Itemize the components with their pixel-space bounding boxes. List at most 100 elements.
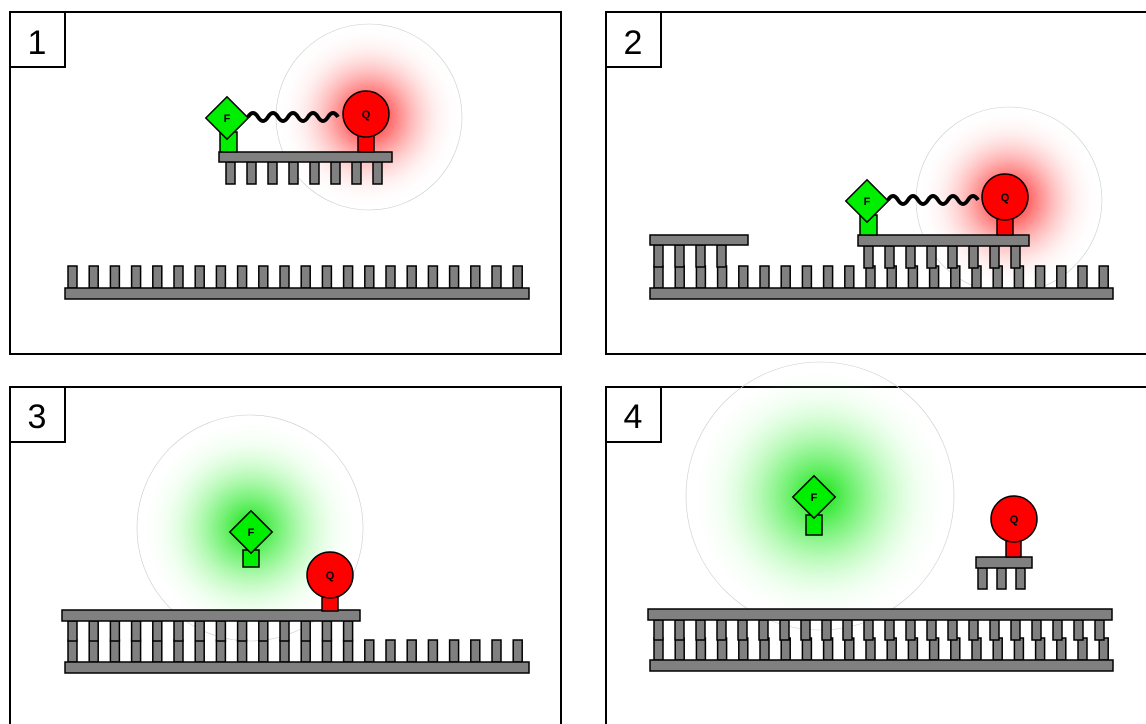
base-tooth xyxy=(884,619,895,641)
base-tooth xyxy=(928,637,940,661)
base-tooth xyxy=(130,620,142,642)
base-tooth xyxy=(236,265,248,289)
base-tooth xyxy=(738,637,749,661)
base-tooth xyxy=(173,639,184,663)
base-tooth xyxy=(309,161,320,185)
base-tooth xyxy=(364,639,375,663)
probe: F Q xyxy=(844,173,1030,269)
base-tooth xyxy=(1056,637,1067,661)
base-tooth xyxy=(152,639,163,663)
base-tooth xyxy=(716,619,727,641)
base-tooth xyxy=(926,619,937,641)
base-tooth xyxy=(1013,637,1025,661)
base-tooth xyxy=(1056,265,1067,289)
base-tooth xyxy=(258,620,269,642)
base-tooth xyxy=(758,619,769,641)
base-tooth xyxy=(759,265,770,289)
base-tooth xyxy=(88,265,99,289)
base-tooth xyxy=(448,265,460,289)
base-tooth xyxy=(236,639,248,663)
base-tooth xyxy=(779,619,790,641)
panel-1: 1 F Q xyxy=(9,11,562,355)
base-tooth xyxy=(905,245,916,269)
base-tooth xyxy=(342,265,354,289)
fluorophore-label: F xyxy=(248,527,255,539)
backbone xyxy=(649,659,1114,672)
base-tooth xyxy=(321,639,333,663)
base-tooth xyxy=(267,161,278,185)
base-tooth xyxy=(448,639,460,663)
base-tooth xyxy=(300,639,311,663)
base-tooth xyxy=(950,265,961,289)
base-tooth xyxy=(1031,619,1042,641)
base-tooth xyxy=(674,265,685,289)
base-tooth xyxy=(738,265,749,289)
base-tooth xyxy=(1034,265,1046,289)
fluorophore: F xyxy=(844,178,890,224)
base-tooth xyxy=(716,244,727,268)
base-tooth xyxy=(1073,619,1084,641)
base-tooth xyxy=(215,639,227,663)
base-tooth xyxy=(225,161,236,185)
base-tooth xyxy=(716,637,728,661)
base-tooth xyxy=(907,265,919,289)
base-tooth xyxy=(372,161,383,185)
quencher-label: Q xyxy=(326,570,335,582)
base-tooth xyxy=(342,639,354,663)
base-tooth xyxy=(236,620,248,642)
base-tooth xyxy=(822,265,834,289)
base-tooth xyxy=(801,637,813,661)
base-tooth xyxy=(737,619,748,641)
base-tooth xyxy=(1052,619,1063,641)
base-tooth xyxy=(300,620,311,642)
base-tooth xyxy=(67,620,78,642)
base-tooth xyxy=(258,639,269,663)
panel-3: 3 Q F xyxy=(9,386,562,724)
base-tooth xyxy=(1094,619,1105,641)
base-tooth xyxy=(863,619,874,641)
base-tooth xyxy=(653,637,664,661)
base-tooth xyxy=(947,245,958,269)
base-tooth xyxy=(1034,637,1046,661)
quencher: Q xyxy=(342,90,390,138)
base-tooth xyxy=(427,265,439,289)
base-tooth xyxy=(109,265,121,289)
primer xyxy=(649,234,749,268)
base-tooth xyxy=(351,161,362,185)
base-tooth xyxy=(427,639,439,663)
base-tooth xyxy=(67,265,78,289)
base-tooth xyxy=(470,265,481,289)
panel-number-1: 1 xyxy=(28,24,47,62)
panel-4: 4 F Q xyxy=(605,361,1146,724)
base-tooth xyxy=(109,639,121,663)
base-tooth xyxy=(996,567,1007,590)
base-tooth xyxy=(109,620,121,642)
base-tooth xyxy=(288,161,299,185)
base-tooth xyxy=(194,265,205,289)
base-tooth xyxy=(364,265,375,289)
base-tooth xyxy=(491,639,502,663)
quencher-label: Q xyxy=(362,109,371,121)
base-tooth xyxy=(780,637,791,661)
base-tooth xyxy=(886,265,897,289)
base-tooth xyxy=(406,265,417,289)
fluorophore-label: F xyxy=(864,196,871,208)
base-tooth xyxy=(152,265,163,289)
backbone xyxy=(64,661,530,674)
extended-strand xyxy=(61,609,361,642)
base-tooth xyxy=(279,620,290,642)
base-tooth xyxy=(971,265,982,289)
base-tooth xyxy=(173,265,184,289)
base-tooth xyxy=(173,620,184,642)
base-tooth xyxy=(653,265,664,289)
base-tooth xyxy=(780,265,791,289)
base-tooth xyxy=(67,639,78,663)
base-tooth xyxy=(342,620,354,642)
base-tooth xyxy=(989,245,1000,269)
base-tooth xyxy=(950,637,961,661)
base-tooth xyxy=(1010,619,1021,641)
base-tooth xyxy=(215,620,227,642)
base-tooth xyxy=(1077,637,1088,661)
panel-number-4: 4 xyxy=(624,398,643,436)
base-tooth xyxy=(716,265,728,289)
